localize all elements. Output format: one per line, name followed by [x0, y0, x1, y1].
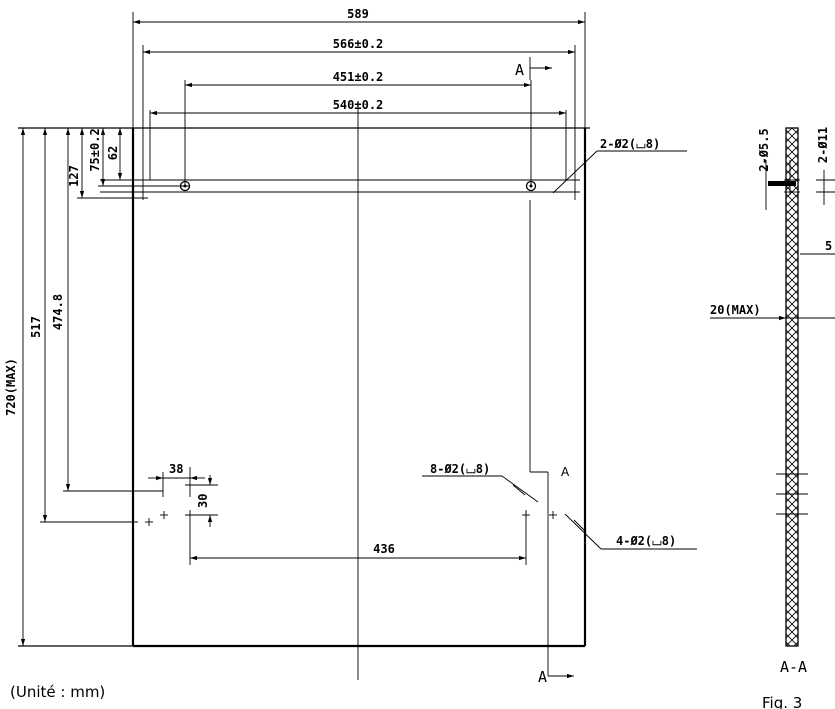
- side-dim-5-label: 5: [825, 239, 832, 253]
- dim-589: 589: [133, 7, 585, 25]
- dim-474-label: 474.8: [51, 294, 65, 330]
- side-section-view: 2-Ø5.5 2-Ø11 5 20(MAX) A-A: [710, 127, 835, 676]
- dim-436: 436: [189, 510, 527, 565]
- dim-451-label: 451±0.2: [333, 70, 384, 84]
- dim-589-label: 589: [347, 7, 369, 21]
- callout-8-holes: 8-Ø2(⌴8): [422, 462, 539, 503]
- dim-540-label: 540±0.2: [333, 98, 384, 112]
- figure-caption: Fig. 3: [762, 694, 802, 709]
- callout-4-holes-label: 4-Ø2(⌴8): [616, 534, 676, 548]
- panel-outline: [18, 12, 590, 648]
- section-letter-small: A: [561, 465, 570, 479]
- dim-566-label: 566±0.2: [333, 37, 384, 51]
- dim-30: 30: [185, 475, 218, 527]
- callout-top-holes-label: 2-Ø2(⌴8): [600, 137, 660, 151]
- dim-38-label: 38: [169, 462, 183, 476]
- dim-62-label: 62: [106, 146, 120, 160]
- callout-top-holes: 2-Ø2(⌴8): [552, 137, 687, 194]
- dim-38: 38: [148, 462, 205, 497]
- dim-30-label: 30: [196, 494, 210, 508]
- dim-540: 540±0.2: [150, 98, 566, 116]
- dim-75-label: 75±0.2: [88, 128, 102, 171]
- section-marker-top: A: [515, 57, 552, 80]
- side-hole-large-label: 2-Ø5.5: [757, 128, 771, 171]
- dim-720: 720(MAX): [4, 127, 26, 646]
- section-letter-top: A: [515, 61, 524, 79]
- side-hole-small-label: 2-Ø11: [816, 127, 830, 163]
- dim-436-label: 436: [373, 542, 395, 556]
- dim-75: 75±0.2: [88, 127, 190, 187]
- top-hole-right: [525, 180, 537, 192]
- dim-62: 62: [106, 127, 123, 180]
- thickness-label: 20(MAX): [710, 303, 761, 317]
- section-cut-line: A A: [529, 200, 574, 686]
- dim-451: 451±0.2: [185, 70, 531, 88]
- dim-566: 566±0.2: [143, 37, 575, 55]
- dim-517: 517: [29, 127, 138, 523]
- dim-474: 474.8: [51, 127, 163, 492]
- top-rail: [100, 45, 580, 200]
- section-letter-bottom: A: [538, 668, 547, 686]
- dim-127: 127: [67, 127, 148, 199]
- dim-127-label: 127: [67, 165, 81, 187]
- lower-hole-markers: [145, 511, 557, 526]
- callout-8-holes-label: 8-Ø2(⌴8): [430, 462, 490, 476]
- dim-517-label: 517: [29, 316, 43, 338]
- section-label-aa: A-A: [780, 658, 807, 676]
- callout-4-holes: 4-Ø2(⌴8): [564, 513, 697, 550]
- dim-720-label: 720(MAX): [4, 358, 18, 416]
- unit-caption: (Unité : mm): [10, 683, 105, 701]
